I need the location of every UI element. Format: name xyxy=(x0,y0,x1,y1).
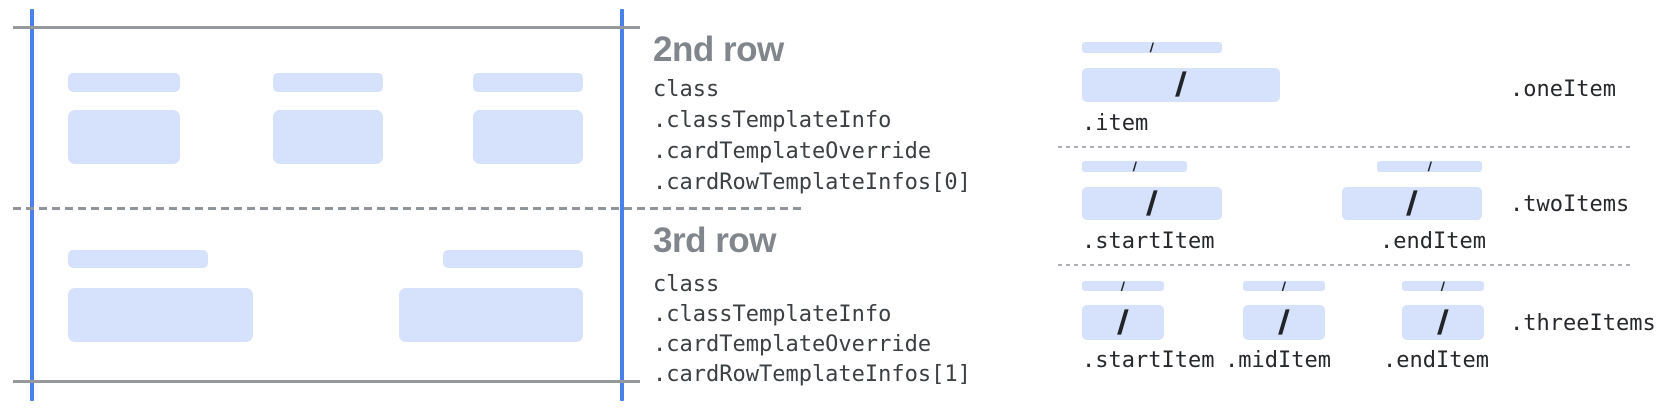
code-line: .cardTemplateOverride xyxy=(653,332,932,357)
layout-name-label: .twoItems xyxy=(1510,192,1630,217)
code-line: class xyxy=(653,77,720,102)
item-field-label: .endItem xyxy=(1383,348,1489,373)
item-label-bar: / xyxy=(1402,281,1484,291)
item-value-bar: / xyxy=(1402,305,1484,340)
slash-placeholder-icon: / xyxy=(1277,305,1291,340)
row3-col1-label-chip xyxy=(68,250,208,268)
row2-col1-value-chip xyxy=(68,110,180,164)
slash-placeholder-icon: / xyxy=(1131,161,1138,172)
row3-class-path: class .classTemplateInfo .cardTemplateOv… xyxy=(653,270,971,390)
code-line: .classTemplateInfo xyxy=(653,108,892,133)
slash-placeholder-icon: / xyxy=(1120,281,1126,291)
item-field-label: .endItem xyxy=(1380,229,1486,254)
slash-placeholder-icon: / xyxy=(1145,187,1159,220)
row2-col3-label-chip xyxy=(473,73,583,92)
row2-col2-label-chip xyxy=(273,73,383,92)
item-value-bar: / xyxy=(1082,68,1280,102)
row2-col2-value-chip xyxy=(273,110,383,164)
slash-placeholder-icon: / xyxy=(1174,68,1188,102)
item-label-bar: / xyxy=(1082,281,1164,291)
row2-class-path: class .classTemplateInfo .cardTemplateOv… xyxy=(653,74,971,198)
item-field-label: .startItem xyxy=(1082,348,1215,373)
item-value-bar: / xyxy=(1082,187,1222,220)
row2-col3-value-chip xyxy=(473,110,583,164)
item-field-label: .item xyxy=(1082,111,1149,136)
item-value-bar: / xyxy=(1082,305,1164,340)
code-line: .cardRowTemplateInfos[0] xyxy=(653,170,971,195)
item-value-bar: / xyxy=(1243,305,1325,340)
slash-placeholder-icon: / xyxy=(1436,305,1450,340)
row3-col2-value-chip xyxy=(399,288,583,342)
item-field-label: .startItem xyxy=(1082,229,1215,254)
layout-divider-dotted-line xyxy=(1058,264,1630,266)
card-bottom-edge xyxy=(13,380,640,383)
layout-divider-dotted-line xyxy=(1058,146,1630,148)
slash-placeholder-icon: / xyxy=(1405,187,1419,220)
code-line: .classTemplateInfo xyxy=(653,302,892,327)
card-top-edge xyxy=(13,26,640,29)
item-label-bar: / xyxy=(1082,161,1187,172)
guide-line-right xyxy=(620,9,624,401)
slash-placeholder-icon: / xyxy=(1426,161,1433,172)
item-label-bar: / xyxy=(1243,281,1325,291)
row3-col2-label-chip xyxy=(443,250,583,268)
row2-col1-label-chip xyxy=(68,73,180,92)
item-label-bar: / xyxy=(1082,42,1222,53)
slash-placeholder-icon: / xyxy=(1440,281,1446,291)
guide-line-left xyxy=(30,9,34,401)
code-line: class xyxy=(653,272,720,297)
item-value-bar: / xyxy=(1342,187,1482,220)
layout-name-label: .threeItems xyxy=(1510,311,1656,336)
slash-placeholder-icon: / xyxy=(1281,281,1287,291)
row3-title: 3rd row xyxy=(653,221,776,260)
slash-placeholder-icon: / xyxy=(1116,305,1130,340)
row2-title: 2nd row xyxy=(653,30,784,69)
row3-col1-value-chip xyxy=(68,288,253,342)
item-field-label: .midItem xyxy=(1225,348,1331,373)
code-line: .cardRowTemplateInfos[1] xyxy=(653,362,971,387)
code-line: .cardTemplateOverride xyxy=(653,139,932,164)
slash-placeholder-icon: / xyxy=(1149,42,1155,53)
row-divider-dashed-line xyxy=(13,207,803,210)
layout-name-label: .oneItem xyxy=(1510,77,1616,102)
item-label-bar: / xyxy=(1377,161,1482,172)
